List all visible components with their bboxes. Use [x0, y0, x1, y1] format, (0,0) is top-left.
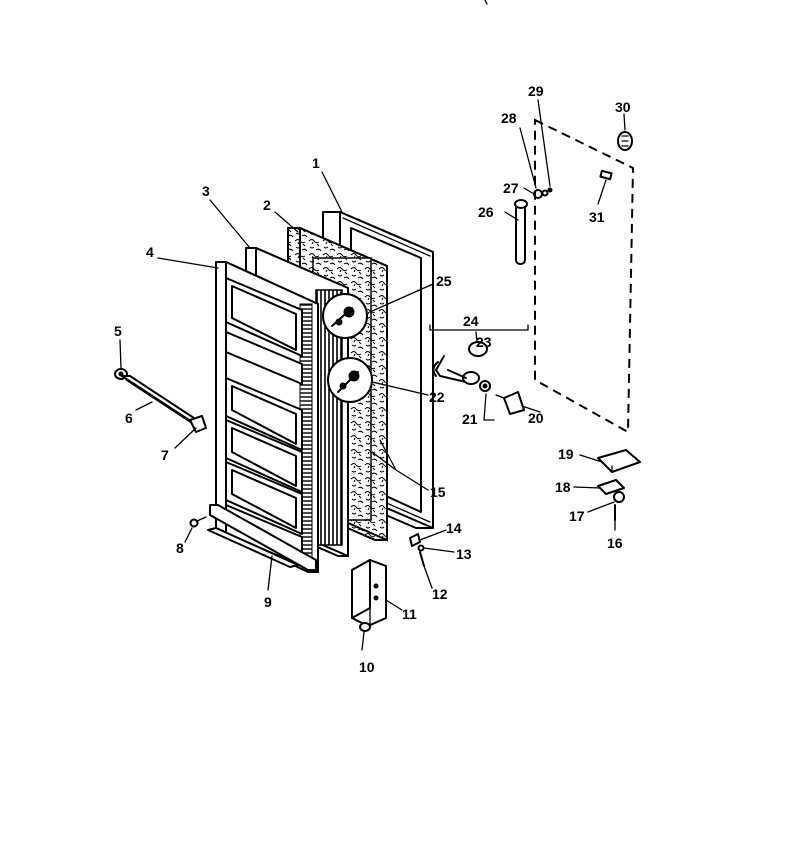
part-12-pin — [419, 551, 425, 567]
label-14: 14 — [446, 520, 462, 536]
part-14-bushing — [409, 533, 421, 547]
label-13: 13 — [456, 546, 472, 562]
detail-callout-25 — [322, 293, 368, 339]
label-9: 9 — [264, 594, 272, 610]
leader-lines — [119, 99, 626, 651]
label-11: 11 — [402, 606, 417, 622]
label-5: 5 — [114, 323, 122, 339]
label-10: 10 — [359, 659, 375, 675]
part-21-washer — [479, 380, 491, 392]
label-12: 12 — [432, 586, 448, 602]
label-24: 24 — [463, 313, 479, 329]
label-30: 30 — [615, 99, 631, 115]
part-6-handle-bar — [121, 375, 198, 425]
part-23-latch-cam — [447, 341, 488, 385]
label-7: 7 — [161, 447, 169, 463]
part-31-cap — [599, 169, 613, 181]
part-24-latch-rod — [432, 355, 467, 383]
part-7-handle-end — [189, 415, 207, 433]
label-26: 26 — [478, 204, 494, 220]
label-19: 19 — [558, 446, 574, 462]
part-8-screw — [189, 516, 207, 528]
label-28: 28 — [501, 110, 517, 126]
part-28-washer — [541, 189, 549, 197]
label-31: 31 — [589, 209, 605, 225]
top-mark — [484, 0, 488, 5]
label-15: 15 — [430, 484, 446, 500]
part-18-hinge-pin-block — [597, 479, 625, 495]
part-13-washer — [417, 544, 425, 552]
part-4-door-liner — [215, 261, 319, 573]
part-9-bottom-trim — [207, 504, 317, 571]
label-29: 29 — [528, 83, 544, 99]
label-1: 1 — [312, 155, 320, 171]
part-20-knob — [495, 391, 525, 415]
part-29-screw — [547, 187, 553, 193]
label-27: 27 — [503, 180, 519, 196]
label-21: 21 — [462, 411, 478, 427]
detail-callout-22 — [327, 357, 373, 403]
label-3: 3 — [202, 183, 210, 199]
label-2: 2 — [263, 197, 271, 213]
label-8: 8 — [176, 540, 184, 556]
label-20: 20 — [528, 410, 544, 426]
part-labels: 1 2 3 4 5 6 7 8 9 10 11 12 13 14 15 16 1… — [114, 83, 631, 675]
label-6: 6 — [125, 410, 133, 426]
label-4: 4 — [146, 244, 154, 260]
part-17-bushing — [613, 491, 625, 503]
part-10-bumper — [359, 622, 371, 632]
label-23: 23 — [476, 334, 492, 350]
label-22: 22 — [429, 389, 445, 405]
label-25: 25 — [436, 273, 452, 289]
part-11-hinge-bracket — [351, 559, 387, 627]
label-16: 16 — [607, 535, 623, 551]
label-18: 18 — [555, 479, 571, 495]
label-17: 17 — [569, 508, 585, 524]
part-26-door-handle — [514, 199, 528, 265]
part-19-hinge-plate — [597, 449, 641, 473]
door-outline-dashed — [534, 118, 635, 434]
part-30-plug — [617, 131, 633, 151]
